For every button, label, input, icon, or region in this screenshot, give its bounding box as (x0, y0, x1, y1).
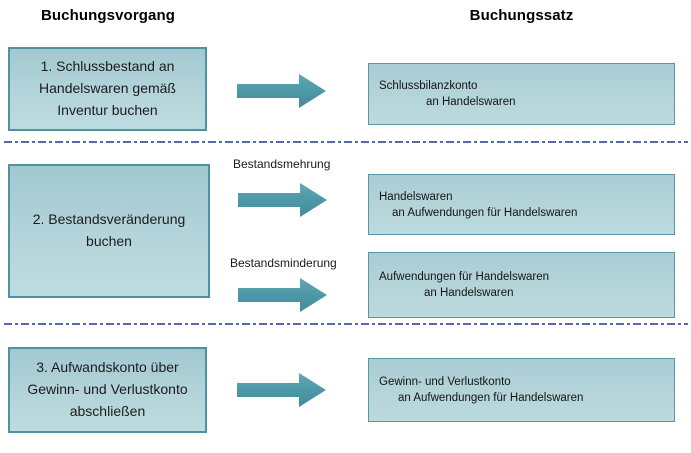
entry-debit-account: Handelswaren (379, 190, 453, 203)
right-arrow-icon (238, 183, 327, 217)
arrow-label-bestandsminderung: Bestandsminderung (230, 256, 337, 270)
entry-box-3: Aufwendungen für Handelswaren an Handels… (368, 252, 675, 318)
column-title-buchungsvorgang: Buchungsvorgang (40, 7, 175, 24)
section-divider-1 (4, 141, 688, 143)
entry-debit-account: Schlussbilanzkonto (379, 80, 478, 92)
entry-credit-account: an Handelswaren (424, 287, 514, 299)
entry-box-4: Gewinn- und Verlustkonto an Aufwendungen… (368, 358, 675, 422)
arrow-label-bestandsmehrung: Bestandsmehrung (233, 157, 331, 171)
column-title-buchungssatz: Buchungssatz (469, 7, 574, 24)
section-divider-2 (4, 323, 688, 325)
right-arrow-icon (238, 278, 327, 312)
right-arrow-icon (237, 74, 326, 108)
entry-credit-account: an Aufwendungen für Handelswaren (392, 206, 578, 219)
process-box-1: 1. Schlussbestand an Handelswaren gemäß … (8, 47, 207, 131)
entry-box-1: Schlussbilanzkonto an Handelswaren (368, 63, 675, 125)
process-box-2: 2. Bestandsveränderung buchen (8, 164, 210, 298)
process-box-3: 3. Aufwandskonto über Gewinn- und Verlus… (8, 347, 207, 433)
right-arrow-icon (237, 373, 326, 407)
entry-box-2: Handelswaren an Aufwendungen für Handels… (368, 174, 675, 235)
entry-credit-account: an Aufwendungen für Handelswaren (398, 392, 584, 404)
entry-credit-account: an Handelswaren (426, 96, 516, 108)
entry-debit-account: Gewinn- und Verlustkonto (379, 376, 511, 388)
entry-debit-account: Aufwendungen für Handelswaren (379, 271, 550, 283)
